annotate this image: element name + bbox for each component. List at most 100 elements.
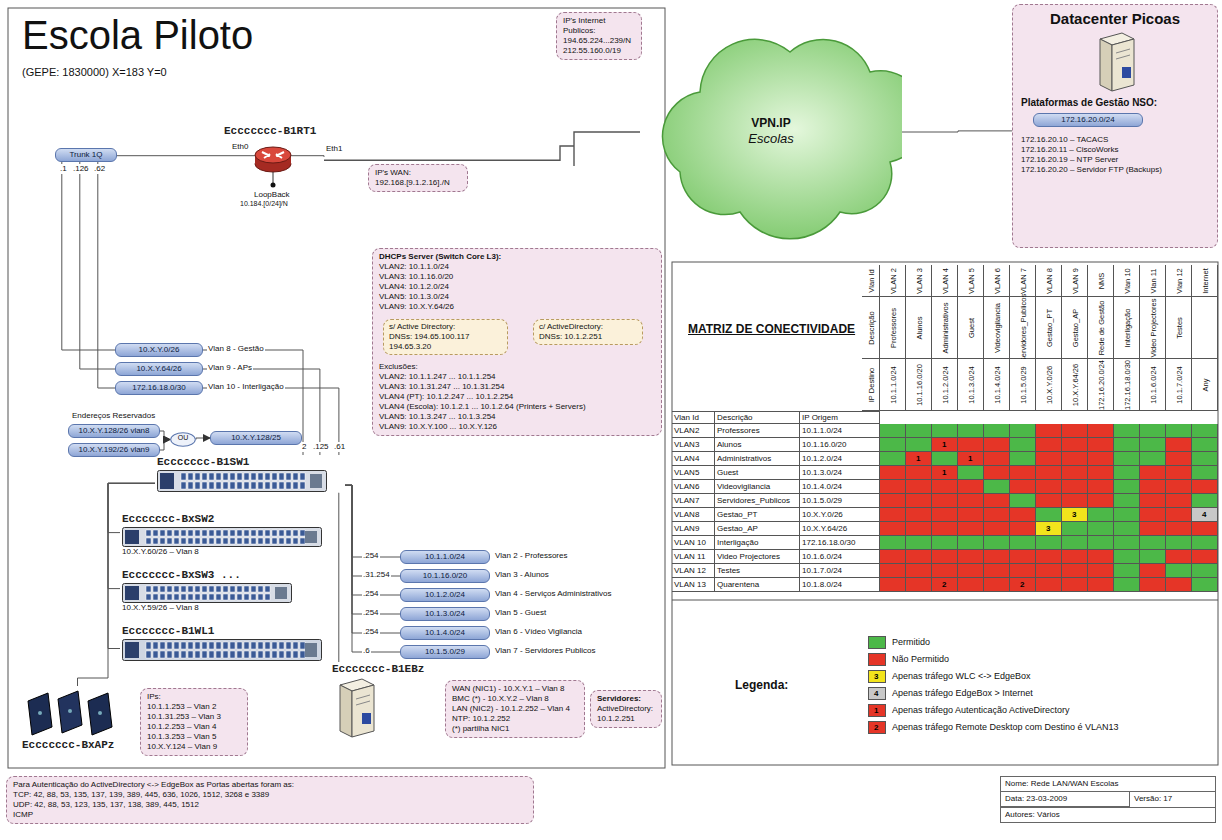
node-text: 10.X.Y.64/26 xyxy=(120,364,198,374)
device-name: Eccccccc-B1WL1 xyxy=(122,625,323,639)
matrix-column-id: Vlan 11 xyxy=(1148,268,1157,293)
matrix-cell xyxy=(1088,578,1114,592)
legend-text: Apenas tráfego Autenticação ActiveDirect… xyxy=(892,705,1070,715)
connector-line xyxy=(160,440,170,451)
node-text: LAN (NIC2) - 10.1.2.252 – Vlan 4 xyxy=(452,704,578,714)
device-node: Eccccccc-B1EBz xyxy=(330,662,440,740)
matrix-cell xyxy=(906,522,932,536)
matrix-cell xyxy=(1036,452,1062,466)
matrix-header-cell: Vlan 12 xyxy=(1166,265,1192,297)
matrix-row-text: 10.1.6.0/24 xyxy=(800,550,879,563)
matrix-cell xyxy=(1166,466,1192,480)
matrix-cell xyxy=(984,452,1010,466)
matrix-cell xyxy=(1062,466,1088,480)
matrix-cell xyxy=(906,424,932,438)
matrix-row-text: 10.1.5.0/29 xyxy=(800,494,879,507)
legend-text: Apenas tráfego WLC <-> EdgeBox xyxy=(892,671,1031,681)
node-text: VLAN4 (PT): 10.1.2.247 ... 10.1.2.254 xyxy=(379,392,655,402)
node-text: 10.1.3.253 – Vlan 5 xyxy=(147,732,241,742)
node-text: 212.55.160.0/19 xyxy=(563,46,635,56)
address-band: 172.16.18.0/30 xyxy=(115,381,203,395)
node-text: 172.16.20.0/24 xyxy=(1038,115,1138,125)
matrix-cell xyxy=(906,564,932,578)
matrix-cell xyxy=(1062,522,1088,536)
annotation-label: Vlan 5 - Guest xyxy=(495,608,546,618)
matrix-cell xyxy=(906,550,932,564)
node-text: VLAN5: 10.1.3.247 ... 10.1.3.254 xyxy=(379,412,655,422)
matrix-row-text: Gestao_PT xyxy=(715,508,799,521)
matrix-cell xyxy=(1010,452,1036,466)
matrix-cell xyxy=(1010,424,1036,438)
matrix-cell xyxy=(984,522,1010,536)
annotation-label: .6 xyxy=(362,646,371,656)
device-node: Eccccccc-BxAPz xyxy=(20,686,135,754)
device-name: Eccccccc-B1SW1 xyxy=(157,456,343,470)
matrix-row-cell: VLAN9 xyxy=(672,522,715,536)
matrix-row-text: 10.1.4.0/24 xyxy=(800,480,879,493)
annotation-label: 10.184.[0/24]/N xyxy=(240,200,288,208)
matrix-column-ip: 10.X.Y.0/26 xyxy=(1044,365,1053,403)
matrix-cell xyxy=(984,494,1010,508)
node-text: IP's WAN: xyxy=(375,168,461,178)
node-text: 10.1.16.0/20 xyxy=(405,571,485,581)
matrix-cell xyxy=(932,480,958,494)
matrix-column-description: Professores xyxy=(888,307,897,347)
matrix-cell xyxy=(880,508,906,522)
matrix-cell xyxy=(1088,494,1114,508)
device-icon xyxy=(251,141,295,189)
device-name: Eccccccc-BxAPz xyxy=(22,739,133,753)
matrix-header-cell: Rede de Gestão xyxy=(1088,297,1114,359)
node-text: UDP: 42, 88, 53, 123, 135, 137, 138, 389… xyxy=(13,800,527,810)
matrix-header-cell: Administrativos xyxy=(932,297,958,359)
matrix-cell xyxy=(1114,466,1140,480)
matrix-cell xyxy=(1114,508,1140,522)
matrix-cell xyxy=(1166,550,1192,564)
matrix-row-cell: Alunos xyxy=(715,438,800,452)
matrix-row-cell: VLAN3 xyxy=(672,438,715,452)
address-band: 10.1.3.0/24 xyxy=(400,607,490,621)
matrix-row-cell: Testes xyxy=(715,564,800,578)
node-text: 172.16.20.20 – Servidor FTP (Backups) xyxy=(1021,165,1209,175)
matrix-cell xyxy=(932,550,958,564)
matrix-column-id: VLAN 8 xyxy=(1044,268,1053,294)
matrix-column-description: Video Projectores xyxy=(1148,298,1157,357)
matrix-header-cell: 10.1.1.0/24 xyxy=(880,359,906,411)
matrix-column-description: Gestao_AP xyxy=(1070,308,1079,346)
annotation-label: .125 xyxy=(312,442,330,452)
device-node: Eccccccc-B1WL1 xyxy=(120,624,325,662)
matrix-cell xyxy=(1062,438,1088,452)
matrix-cell xyxy=(1088,536,1114,550)
annotation-label: .254 xyxy=(362,551,380,561)
matrix-cell xyxy=(1192,494,1218,508)
matrix-row-header: IP Origem xyxy=(800,412,879,423)
matrix-cell xyxy=(1088,466,1114,480)
matrix-cell xyxy=(984,424,1010,438)
node-text: OU xyxy=(170,434,196,443)
matrix-row-header-cell: Descrição xyxy=(715,411,800,424)
matrix-header-cell: Guest xyxy=(958,297,984,359)
matrix-cell xyxy=(1192,480,1218,494)
matrix-row-cell: VLAN 13 xyxy=(672,578,715,592)
matrix-cell xyxy=(1088,438,1114,452)
node-text: 10.X.Y.124 – Vlan 9 xyxy=(147,742,241,752)
matrix-cell xyxy=(906,438,932,452)
matrix-header-cell: Gestao_AP xyxy=(1062,297,1088,359)
callout-box: OU xyxy=(170,432,196,447)
matrix-cell xyxy=(1114,578,1140,592)
annotation-label: Eth0 xyxy=(232,142,248,152)
matrix-cell xyxy=(1036,578,1062,592)
matrix-cell xyxy=(1192,452,1218,466)
node-text: VLAN2: 10.1.1.0/24 xyxy=(379,262,655,272)
matrix-row-cell: VLAN6 xyxy=(672,480,715,494)
node-text: 172.16.18.0/30 xyxy=(120,383,198,393)
node-text: (*) partilha NIC1 xyxy=(452,724,578,734)
matrix-cell xyxy=(1088,480,1114,494)
matrix-cell xyxy=(880,494,906,508)
matrix-cell xyxy=(932,424,958,438)
callout-box: Para Autenticação do ActiveDirectory <->… xyxy=(6,776,534,824)
matrix-row-text: Video Projectores xyxy=(715,550,799,563)
matrix-column-ip: 10.1.4.0/24 xyxy=(992,366,1001,404)
annotation-label: .254 xyxy=(362,589,380,599)
matrix-cell xyxy=(958,508,984,522)
legend-text: Apenas tráfego EdgeBox > Internet xyxy=(892,688,1033,698)
